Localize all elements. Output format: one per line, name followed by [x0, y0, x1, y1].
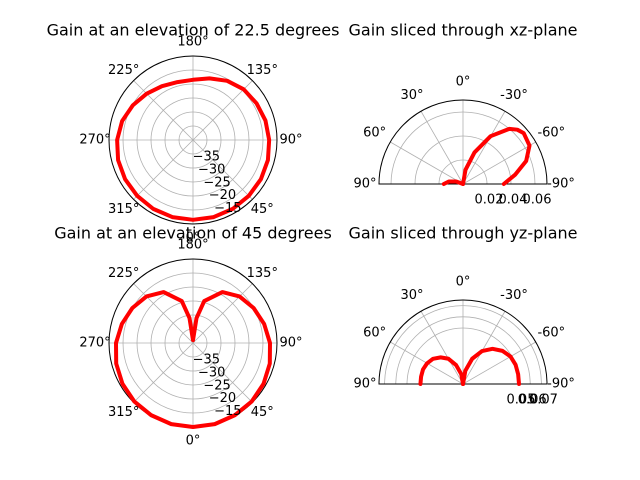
- radial-tick-label: 0.05: [507, 393, 536, 408]
- radial-tick-label: −30: [198, 162, 225, 177]
- polar-plot-full-1: 0° 45° 90° 135° 180° 225° 270° 315° −35−30−25−20…: [47, 21, 340, 246]
- angle-tick-label: 0°: [186, 231, 201, 246]
- polar-plot-half-2: 90° 60° 30° 0° -30° -60° -90° 0.050.060.07 Gain …: [349, 224, 578, 408]
- gain-curve: [441, 179, 465, 186]
- angle-tick-label: -30°: [500, 288, 528, 303]
- angle-tick-label: -90°: [547, 377, 575, 392]
- polar-frame: [378, 299, 548, 385]
- chart-title: Gain at an elevation of 22.5 degrees: [47, 21, 340, 40]
- radial-tick-label: −15: [214, 201, 241, 216]
- angle-tick-label: 225°: [108, 63, 139, 78]
- angle-tick-label: -90°: [547, 177, 575, 192]
- radial-tick-label: −30: [198, 365, 225, 380]
- angle-tick-label: -60°: [537, 126, 565, 141]
- polar-frame: [108, 55, 278, 225]
- angle-tick-label: 90°: [353, 177, 376, 192]
- angle-tick-label: 45°: [251, 202, 274, 217]
- radial-tick-label: −25: [203, 175, 230, 190]
- radial-tick-label: 0.07: [529, 393, 558, 408]
- chart-title: Gain at an elevation of 45 degrees: [54, 224, 332, 243]
- angular-gridline: [192, 283, 253, 344]
- angle-tick-label: -60°: [537, 326, 565, 341]
- gain-curve: [114, 290, 272, 429]
- angular-gridline: [133, 139, 194, 200]
- radial-tick-label: −15: [214, 404, 241, 419]
- radial-tick-label: −20: [209, 188, 236, 203]
- angle-tick-label: 270°: [79, 133, 110, 148]
- angular-gridline: [192, 139, 253, 200]
- angular-gridline: [462, 111, 506, 185]
- angle-tick-label: 0°: [456, 75, 471, 90]
- gain-curve: [115, 76, 272, 222]
- angle-tick-label: 60°: [363, 126, 386, 141]
- angle-tick-label: 0°: [186, 434, 201, 449]
- angle-tick-label: 315°: [108, 202, 139, 217]
- angle-tick-label: 135°: [247, 266, 278, 281]
- radial-tick-label: −35: [193, 149, 220, 164]
- radial-tick-label: 0.02: [475, 193, 504, 208]
- angular-gridline: [133, 80, 194, 141]
- angular-gridline: [420, 111, 464, 185]
- polar-frame: [378, 99, 548, 185]
- chart-title: Gain sliced through yz-plane: [349, 224, 578, 243]
- angle-tick-label: 315°: [108, 405, 139, 420]
- angle-tick-label: 90°: [279, 133, 302, 148]
- radial-tick-label: −25: [203, 378, 230, 393]
- angular-gridline: [192, 342, 253, 403]
- angle-tick-label: 30°: [400, 288, 423, 303]
- chart-title: Gain sliced through xz-plane: [349, 21, 578, 40]
- angular-gridline: [133, 283, 194, 344]
- angle-tick-label: 270°: [79, 336, 110, 351]
- angular-gridline: [462, 341, 536, 385]
- angle-tick-label: 225°: [108, 266, 139, 281]
- angle-tick-label: -30°: [500, 88, 528, 103]
- gain-curve: [461, 126, 532, 186]
- angular-gridline: [462, 311, 506, 385]
- radial-tick-label: 0.06: [523, 193, 552, 208]
- angular-gridline: [133, 342, 194, 403]
- polar-plot-full-2: 0° 45° 90° 135° 180° 225° 270° 315° −35−30−25−20…: [54, 224, 332, 449]
- angle-tick-label: 90°: [353, 377, 376, 392]
- gain-curve: [461, 346, 521, 386]
- angular-gridline: [390, 141, 464, 185]
- angle-tick-label: 45°: [251, 405, 274, 420]
- radial-tick-label: −20: [209, 391, 236, 406]
- radial-tick-label: 0.04: [499, 193, 528, 208]
- polar-plot-half-1: 90° 60° 30° 0° -30° -60° -90° 0.020.040.06 Gain …: [349, 21, 578, 208]
- angle-tick-label: 180°: [177, 35, 208, 50]
- plots-layer: 0°45°90°135°180°225°270°315°−35−30−25−20…: [47, 21, 578, 449]
- angle-tick-label: 135°: [247, 63, 278, 78]
- angular-gridline: [462, 141, 536, 185]
- radial-tick-label: 0.06: [518, 393, 547, 408]
- angle-tick-label: 60°: [363, 326, 386, 341]
- radial-tick-label: −35: [193, 352, 220, 367]
- angle-tick-label: 0°: [456, 275, 471, 290]
- angle-tick-label: 90°: [279, 336, 302, 351]
- angle-tick-label: 180°: [177, 238, 208, 253]
- angular-gridline: [420, 311, 464, 385]
- gain-curve: [418, 355, 465, 386]
- angle-tick-label: 30°: [400, 88, 423, 103]
